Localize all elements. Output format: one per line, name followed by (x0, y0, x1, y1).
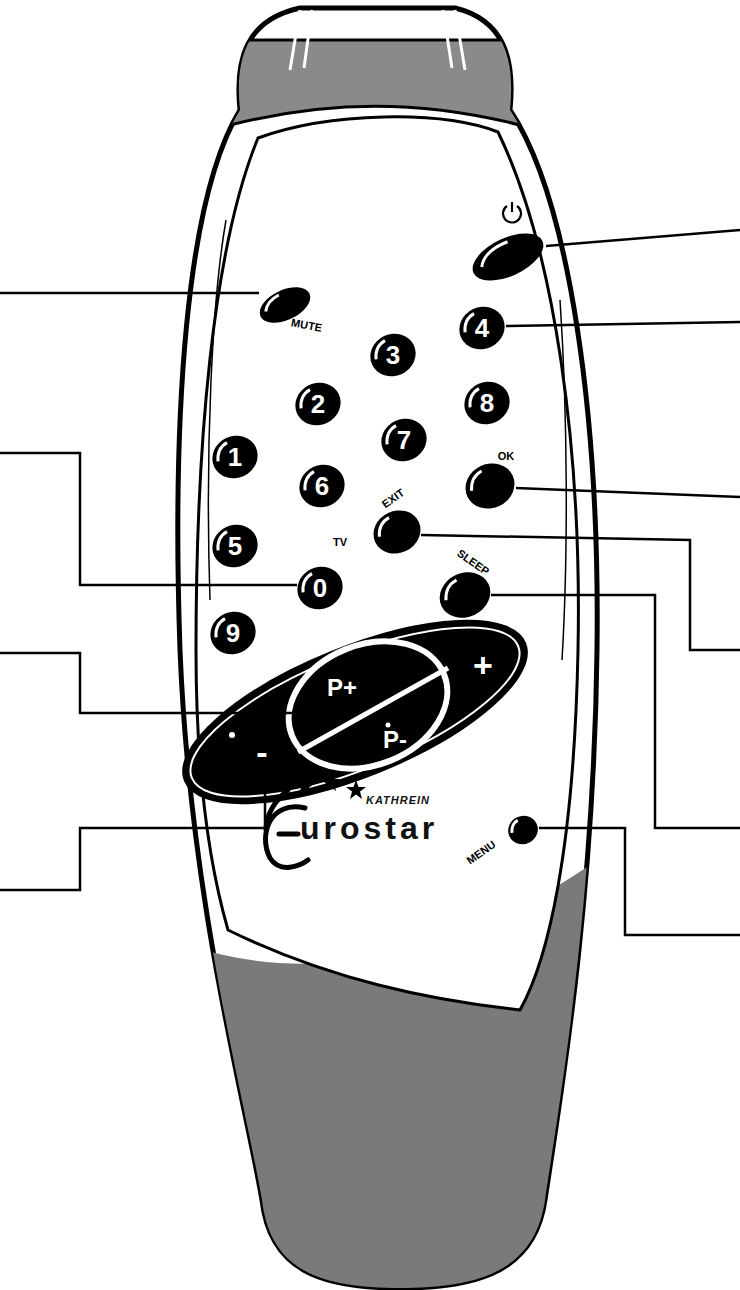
button-cap (290, 559, 349, 617)
button-label: TV (333, 537, 347, 548)
remote-button: SLEEP (439, 573, 491, 617)
brand-name: KATHREIN (366, 795, 430, 806)
button-face: P+ (324, 673, 360, 703)
remote-button: MENU (508, 816, 538, 844)
front-panel (196, 117, 578, 1010)
top-cap (230, 40, 520, 125)
button-shape (439, 573, 491, 617)
button-glyph: 7 (397, 427, 411, 453)
remote-button: OK (465, 464, 515, 508)
remote-button: 1 (212, 436, 258, 478)
remote-button: EXIT (373, 511, 421, 553)
button-cap (458, 455, 522, 516)
button-glyph: 0 (313, 575, 327, 601)
leader-line (0, 453, 297, 585)
button-glyph: + (473, 648, 493, 682)
button-highlight (508, 820, 521, 832)
leader-line (421, 535, 740, 650)
button-cap (457, 374, 516, 432)
button-highlight (466, 471, 488, 491)
leader-line (506, 322, 740, 326)
leader-line (539, 828, 740, 935)
button-shape (508, 816, 538, 844)
button-label: OK (498, 451, 515, 462)
button-cap (288, 375, 347, 433)
leader-line (546, 230, 740, 246)
button-highlight (440, 580, 462, 600)
leader-line (0, 778, 265, 890)
remote-button: 8 (464, 382, 510, 424)
button-glyph: 9 (226, 620, 240, 646)
button-highlight (374, 518, 395, 537)
button-face: + (470, 645, 496, 685)
button-cap (363, 326, 422, 384)
button-shape (465, 464, 515, 508)
button-glyph: 1 (228, 444, 242, 470)
button-label: SLEEP (455, 547, 491, 577)
remote-button: 3 (370, 334, 416, 376)
power-button (466, 224, 551, 291)
leader-line (491, 595, 740, 828)
button-shape (373, 511, 421, 553)
remote-button: 6 (299, 465, 345, 507)
product-logo: urostar (300, 812, 438, 844)
leader-line (516, 488, 740, 497)
logo-stars (295, 772, 366, 799)
button-glyph: 6 (315, 473, 329, 499)
button-cap (203, 604, 262, 662)
button-glyph: 2 (311, 391, 325, 417)
button-label: MUTE (291, 317, 324, 334)
button-glyph: P- (383, 728, 407, 752)
button-glyph: P+ (327, 676, 357, 700)
button-face: P- (380, 725, 410, 755)
button-face: - (253, 732, 270, 772)
button-cap (366, 503, 427, 561)
button-cap (205, 517, 264, 575)
leader-line (0, 653, 300, 713)
button-glyph: 5 (228, 533, 242, 559)
leader-line (0, 292, 259, 295)
button-glyph: - (256, 735, 267, 769)
button-shape (258, 290, 312, 320)
button-cap (292, 457, 351, 515)
button-label: EXIT (380, 486, 406, 509)
remote-button: MUTE (258, 290, 312, 320)
button-glyph: 8 (480, 390, 494, 416)
remote-button: 7 (381, 419, 427, 461)
cap-groove (290, 10, 465, 70)
button-cap (503, 811, 542, 849)
button-glyph: 3 (386, 342, 400, 368)
power-symbol (503, 202, 521, 222)
button-cap (452, 299, 511, 357)
remote-button: 0TV (297, 567, 343, 609)
button-label: MENU (465, 838, 498, 866)
remote-button: 5 (212, 525, 258, 567)
remote-button: 9 (210, 612, 256, 654)
button-cap (205, 428, 264, 486)
button-cap (432, 564, 498, 626)
button-cap (374, 411, 433, 469)
button-glyph: 4 (475, 315, 489, 341)
remote-button: 4 (459, 307, 505, 349)
button-highlight (262, 295, 283, 312)
remote-button: 2 (295, 383, 341, 425)
